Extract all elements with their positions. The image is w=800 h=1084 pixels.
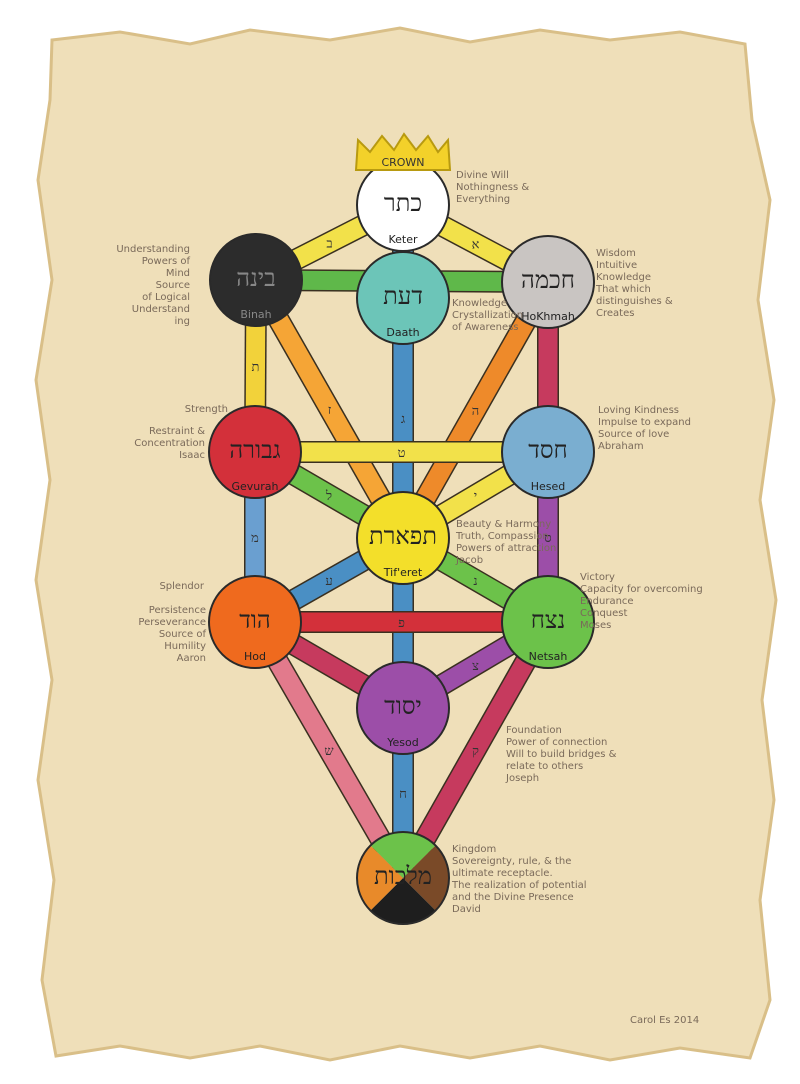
sephirah-name-netsah: Netsah [529,650,568,663]
sephirah-name-hod: Hod [244,650,266,663]
sephirah-circle-binah [209,233,303,327]
sephirah-circle-hod [208,575,302,669]
sephirah-keter: כתר Keter [356,158,450,252]
sephirah-circle-yesod [356,661,450,755]
sephirah-name-yesod: Yesod [386,736,418,749]
sephirah-circle-hesed [501,405,595,499]
path-letter-hod-netsah: פ [398,616,405,631]
sephirah-hebrew-keter: כתר [384,189,422,217]
sephirah-name-hokhmah: HoKhmah [521,310,575,323]
crown-icon: CROWN [354,132,452,171]
sephirah-hesed: חסד Hesed [501,405,595,499]
sephirah-tiferet: תפארת Tif'eret [356,491,450,585]
sephirah-circle-tiferet [356,491,450,585]
sephirah-gevurah: גבורה Gevurah [208,405,302,499]
note-gevurah-a: Strength [185,404,228,415]
sephirah-circle-daath [356,251,450,345]
sephirah-name-binah: Binah [240,308,271,321]
path-letter-binah-tiferet: ז [328,403,332,418]
sephirah-hebrew-daath: דעת [383,282,423,310]
path-letter-keter-hokhmah: א [472,238,480,253]
sephirot-layer: כתרKeterבינהBinahדעתDaathחכמהHoKhmahגבור… [208,158,595,925]
sephirah-hokhmah: חכמה HoKhmah [501,235,595,329]
sephirah-hebrew-hod: הוד [239,606,271,634]
signature: Carol Es 2014 [630,1015,699,1026]
malkhut-outline [356,831,450,925]
sephirah-name-gevurah: Gevurah [231,480,278,493]
sephirah-name-daath: Daath [386,326,419,339]
sephirah-yesod: יסוד Yesod [356,661,450,755]
sephirah-daath: דעת Daath [356,251,450,345]
sephirah-hebrew-tiferet: תפארת [369,522,437,550]
path-letter-hesed-tiferet: י [474,489,477,504]
malkhut-quarter-black [370,878,436,924]
sephirah-name-keter: Keter [388,233,418,246]
path-hod-malkhut [246,617,412,883]
sephirah-hebrew-gevurah: גבורה [229,436,280,464]
sephirah-binah: בינה Binah [209,233,303,327]
sephirah-malkhut: מלכות [356,831,450,925]
sephirah-name-tiferet: Tif'eret [383,566,423,579]
path-letter-hod-malkhut: ש [324,744,334,759]
crown-label: CROWN [381,156,424,169]
sephirah-circle-hokhmah [501,235,595,329]
malkhut-quarter-brown [403,845,449,911]
malkhut-quarter-green [370,832,436,878]
path-letter-gevurah-hod: מ [251,531,259,546]
path-letter-netsah-yesod: צ [472,659,479,674]
path-letter-netsah-malkhut: ק [472,744,479,759]
path-binah-tiferet [247,275,412,543]
sephirah-hebrew-netsah: נצח [531,606,566,634]
path-letter-gevurah-hesed: ט [398,446,406,461]
sephirah-netsah: נצח Netsah [501,575,595,669]
path-letter-gevurah-tiferet: ל [325,489,332,504]
path-netsah-malkhut [394,617,557,883]
sephirah-circle-netsah [501,575,595,669]
sephirah-circle-gevurah [208,405,302,499]
sephirah-hebrew-malkhut: מלכות [374,862,432,890]
path-letter-hesed-netsah: ס [544,531,551,546]
path-letter-binah-gevurah: ת [252,360,260,375]
sephirah-hebrew-hokhmah: חכמה [521,266,575,294]
sephirah-name-hesed: Hesed [531,480,566,493]
path-letter-hokhmah-tiferet: ה [472,404,479,419]
path-letter-yesod-malkhut: ח [399,787,407,802]
sephirah-hebrew-yesod: יסוד [384,692,422,720]
sephirah-hebrew-hesed: חסד [528,436,567,464]
path-letter-daath-tiferet: ג [401,412,405,427]
malkhut-quarter-orange [357,845,403,911]
path-hokhmah-tiferet [394,277,557,543]
note-hod-a: Splendor [159,581,204,592]
path-letter-tiferet-netsah: נ [473,574,477,589]
sephirah-hod: הוד Hod [208,575,302,669]
path-letter-keter-binah: ב [326,237,332,252]
sephirah-hebrew-binah: בינה [236,264,275,292]
path-letter-tiferet-hod: ע [325,574,332,589]
